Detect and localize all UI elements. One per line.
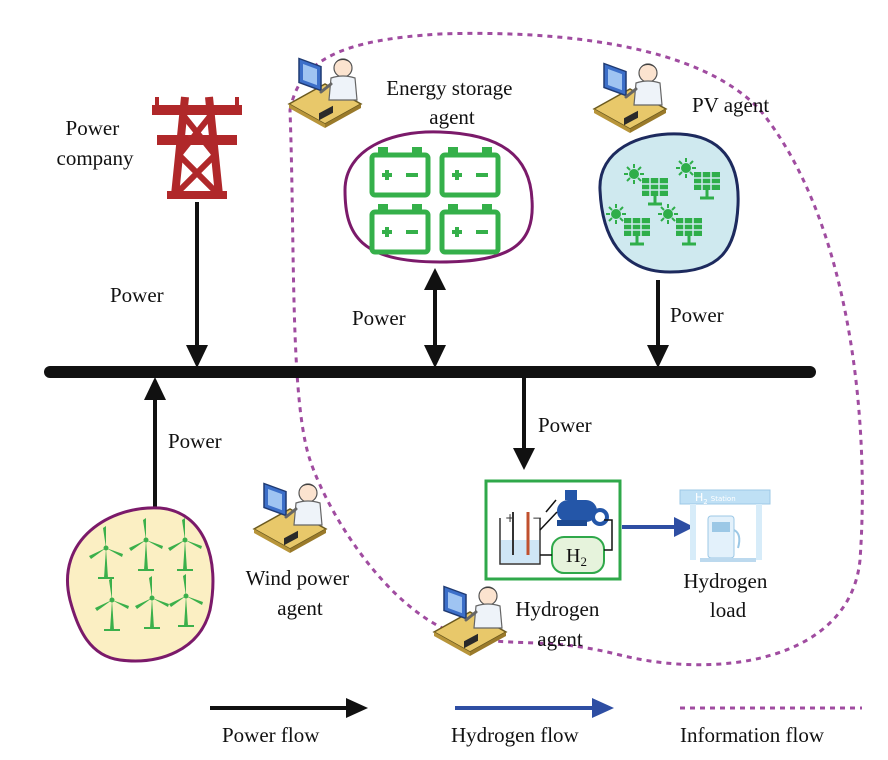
agent-computer-icon xyxy=(287,57,363,130)
legend-information-flow-label: Information flow xyxy=(680,723,825,747)
svg-text:+: + xyxy=(505,511,515,525)
power-label-wind: Power xyxy=(168,429,222,453)
wind-farm-region xyxy=(66,506,215,663)
energy-storage-agent-label: Energy storage agent xyxy=(386,76,517,129)
svg-text:H2: H2 xyxy=(566,545,587,569)
power-company-line2: company xyxy=(57,146,134,170)
legend: Power flow Hydrogen flow Information flo… xyxy=(210,698,862,747)
wind-power-agent-label: Wind power agent xyxy=(246,566,355,620)
pv-agent-label: PV agent xyxy=(692,93,769,117)
agent-computer-icon xyxy=(252,482,328,555)
compressor-icon xyxy=(557,490,609,526)
pv-region xyxy=(598,132,740,274)
power-company-label: Power company xyxy=(57,116,134,170)
legend-power-flow-label: Power flow xyxy=(222,723,320,747)
power-label-pv: Power xyxy=(670,303,724,327)
station-sign-sub: 2 xyxy=(703,498,707,506)
h2-tank-label: H xyxy=(566,545,580,567)
energy-storage-line2: agent xyxy=(429,105,475,129)
agent-computer-icon xyxy=(592,62,668,135)
hydrogen-agent-label: Hydrogen agent xyxy=(515,597,604,651)
transmission-tower-icon xyxy=(152,96,242,199)
power-label-storage: Power xyxy=(352,306,406,330)
energy-storage-line1: Energy storage xyxy=(386,76,512,100)
power-company-line1: Power xyxy=(66,116,120,140)
station-sign-h: H xyxy=(695,491,703,504)
agent-computer-icon xyxy=(432,585,508,658)
power-label-company: Power xyxy=(110,283,164,307)
hydrogen-agent-line1: Hydrogen xyxy=(515,597,599,621)
information-flow-boundary xyxy=(288,31,864,667)
wind-agent-line2: agent xyxy=(277,596,323,620)
electrolyzer-icon: + − xyxy=(499,511,542,565)
power-label-hydrogen: Power xyxy=(538,413,592,437)
legend-hydrogen-flow-label: Hydrogen flow xyxy=(451,723,580,747)
hydrogen-load-line1: Hydrogen xyxy=(683,569,767,593)
svg-text:−: − xyxy=(532,511,542,525)
hydrogen-tank-icon: H2 xyxy=(551,536,605,574)
hydrogen-station-icon: H2 Station xyxy=(679,489,771,562)
wind-agent-line1: Wind power xyxy=(246,566,350,590)
hydrogen-load-line2: load xyxy=(710,598,747,622)
station-sign-word: Station xyxy=(711,495,736,503)
hydrogen-load-label: Hydrogen load xyxy=(683,569,772,622)
hydrogen-agent-line2: agent xyxy=(537,627,583,651)
h2-tank-subscript: 2 xyxy=(580,554,587,569)
